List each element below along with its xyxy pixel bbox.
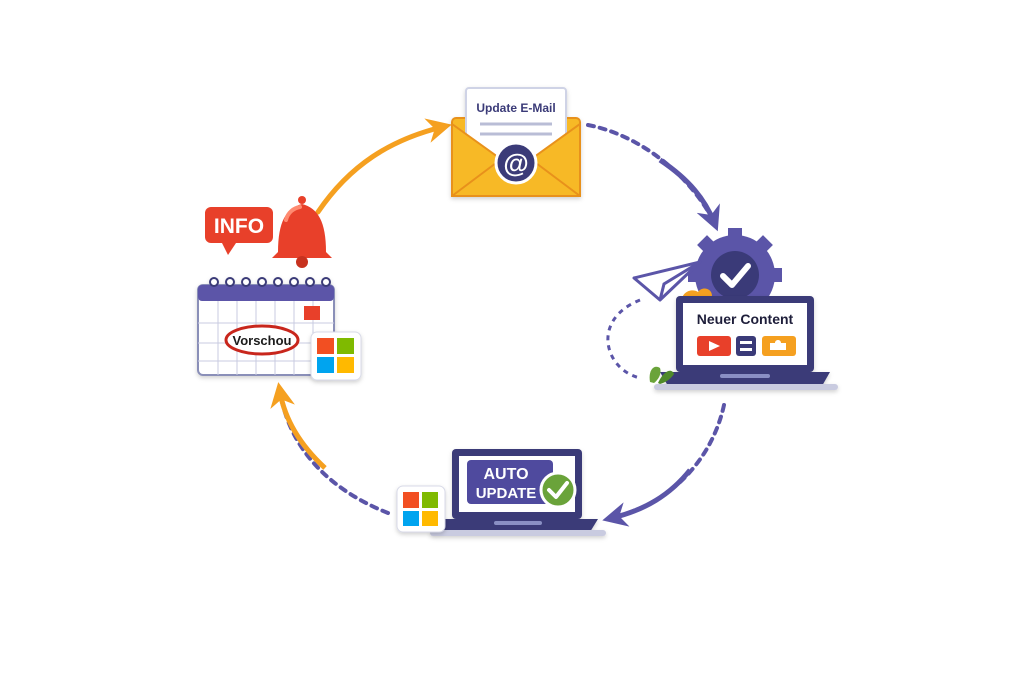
email-node: Update E-Mail @ (451, 87, 581, 197)
at-sign-icon: @ (494, 141, 538, 185)
email-label: Update E-Mail (476, 101, 555, 115)
content-node: Neuer Content (632, 228, 838, 390)
calendar-icon: Vorschou (197, 277, 335, 376)
video-icon (697, 336, 731, 356)
plant-icon (649, 366, 674, 384)
arrow-content-to-autoupdate (608, 403, 726, 520)
info-label: INFO (214, 215, 264, 238)
autoupdate-node: AUTO UPDATE (396, 449, 606, 536)
puzzle-icon (762, 336, 796, 356)
checkmark-icon (539, 471, 577, 509)
paper-plane-icon (632, 260, 702, 302)
microsoft-logo-icon (310, 331, 362, 381)
arrow-plane-loop (606, 298, 641, 380)
cycle-arrows (270, 118, 726, 527)
arrow-notification-to-email (315, 118, 452, 215)
auto-update-badge: AUTO UPDATE (467, 460, 553, 504)
content-label: Neuer Content (697, 311, 794, 327)
info-bubble: INFO (205, 207, 273, 255)
notification-node: INFO (205, 196, 332, 268)
svg-text:@: @ (503, 148, 528, 178)
auto-update-line1: AUTO (483, 466, 528, 483)
preview-label: Vorschou (233, 333, 292, 348)
arrow-email-to-content (586, 123, 716, 224)
auto-update-line2: UPDATE (476, 485, 537, 502)
arrow-autoupdate-to-preview (278, 390, 390, 515)
text-icon (736, 336, 756, 356)
bell-icon (272, 196, 332, 268)
microsoft-logo-icon (396, 485, 446, 533)
preview-node: Vorschou (197, 277, 362, 381)
